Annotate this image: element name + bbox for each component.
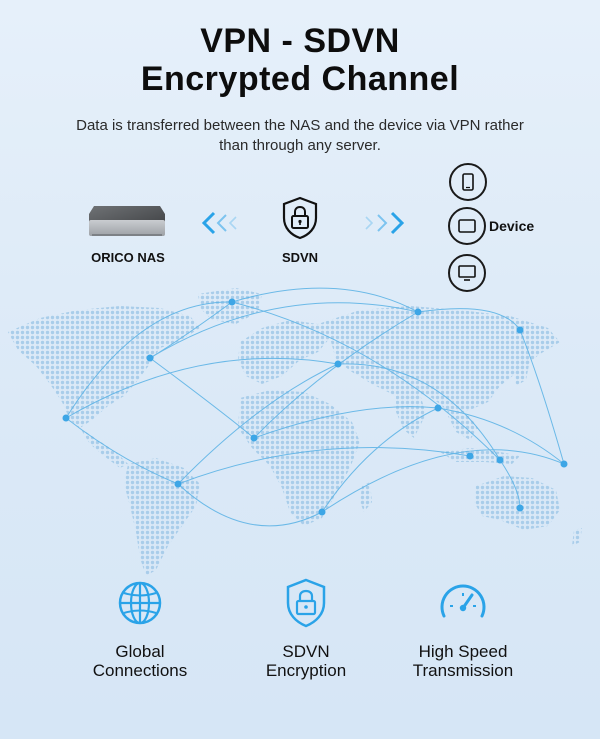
connection-nodes [62, 298, 568, 516]
feature-global-connections: Global Connections [60, 578, 220, 680]
feature-high-speed: High Speed Transmission [383, 578, 543, 680]
globe-icon [118, 581, 162, 625]
speedometer-icon [440, 584, 486, 618]
sdvn-lock-icon [282, 196, 318, 240]
feature-label-speed: High Speed Transmission [412, 642, 514, 680]
nas-label: ORICO NAS [91, 250, 165, 265]
page-subtitle: Data is transferred between the NAS and … [76, 117, 524, 154]
page-title: VPN - SDVN Encrypted Channel [0, 22, 600, 98]
arrows-right-icon [365, 211, 405, 235]
device-label: Device [489, 218, 535, 234]
connection-arcs [65, 287, 565, 527]
title-line-1: VPN - SDVN [200, 22, 400, 60]
feature-label-global: Global Connections [92, 642, 188, 680]
continents [8, 288, 582, 576]
sdvn-label: SDVN [281, 250, 319, 265]
arrows-left-icon [201, 211, 237, 235]
monitor-icon [448, 254, 486, 292]
tablet-icon [448, 207, 486, 245]
world-map [8, 287, 582, 576]
feature-label-sdvn: SDVN Encryption [265, 642, 347, 680]
nas-device-icon [89, 206, 165, 236]
feature-sdvn-encryption: SDVN Encryption [226, 578, 386, 680]
title-line-2: Encrypted Channel [140, 60, 460, 98]
phone-icon [449, 163, 487, 201]
lock-shield-icon [286, 578, 326, 628]
